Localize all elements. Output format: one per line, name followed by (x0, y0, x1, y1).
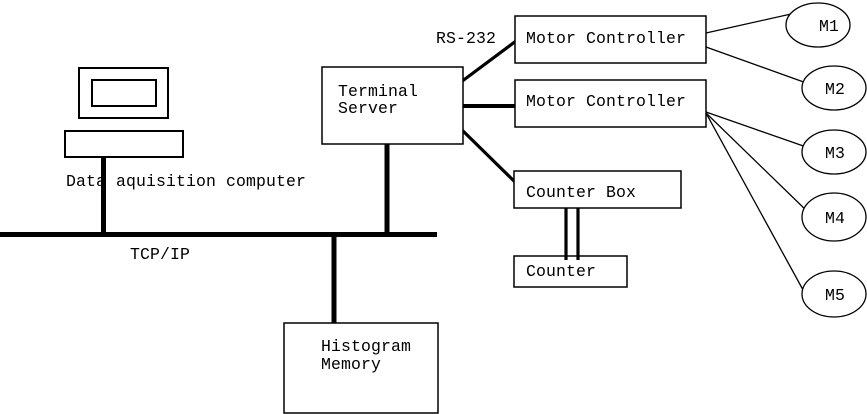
link-mc1-m1 (705, 11, 801, 34)
rs232-label: RS-232 (436, 29, 496, 48)
motor-m5-label: M5 (825, 286, 845, 305)
counter-box-box (513, 170, 682, 209)
tcpip-label: TCP/IP (130, 245, 190, 264)
motor-controller-1-box (514, 15, 707, 64)
data-acquisition-computer-label: Data aquisition computer (66, 172, 306, 191)
link-mc2-m5 (705, 112, 809, 300)
motor-m3-ellipse (801, 129, 867, 175)
motor-controller-2-box (514, 79, 707, 128)
counter-label: Counter (526, 262, 596, 281)
link-mc2-m4 (705, 112, 811, 215)
terminal-server-box (321, 66, 464, 145)
computer-screen-icon (91, 79, 157, 107)
motor-m3-label: M3 (825, 144, 845, 163)
motor-m1-ellipse (785, 2, 851, 48)
histogram-memory-label-line1: Histogram (321, 337, 411, 356)
link-mc1-m2 (705, 46, 813, 86)
counter-box-label: Counter Box (526, 183, 636, 202)
motor-m2-ellipse (801, 65, 867, 111)
link-terminal-server-counter-box (459, 127, 519, 186)
motor-m4-ellipse (801, 192, 867, 242)
motor-m5-ellipse (801, 270, 867, 318)
computer-keyboard-icon (64, 130, 184, 158)
histogram-memory-label-line2: Memory (321, 355, 381, 374)
link-terminal-server-motor-controller-1 (460, 36, 521, 84)
motor-controller-2-label: Motor Controller (526, 92, 686, 111)
terminal-server-label-line1: Terminal (338, 82, 418, 101)
motor-m1-label: M1 (819, 17, 839, 36)
counter-box (513, 255, 628, 288)
histogram-memory-box (283, 322, 439, 414)
motor-m4-label: M4 (825, 209, 845, 228)
motor-controller-1-label: Motor Controller (526, 29, 686, 48)
motor-m2-label: M2 (825, 80, 845, 99)
link-mc2-m3 (705, 111, 813, 150)
terminal-server-label-line2: Server (338, 99, 398, 118)
